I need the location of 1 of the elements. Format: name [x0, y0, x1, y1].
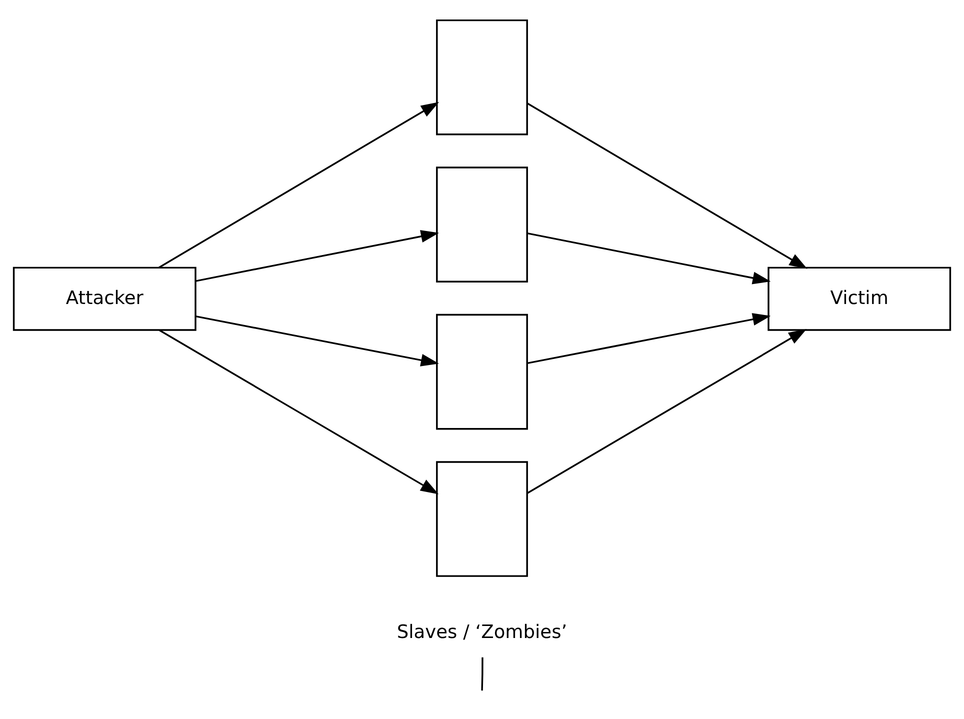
- node-text: Slaves / ‘Zombies’: [396, 622, 568, 643]
